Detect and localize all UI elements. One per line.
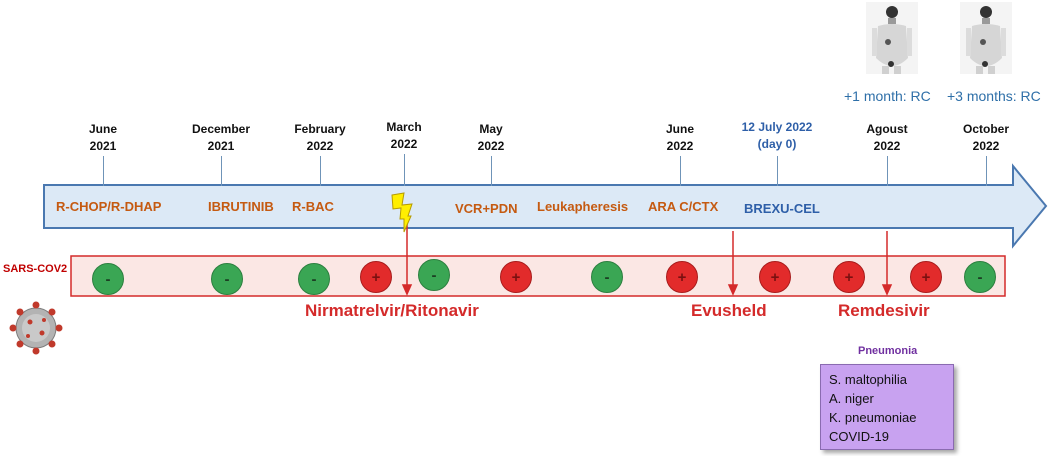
- therapy-brexu-cel: BREXU-CEL: [744, 201, 820, 216]
- tick-february-2022: [320, 156, 321, 186]
- tick-march-2022: [404, 154, 405, 186]
- treatment-nirmatrelvir-ritonavir: Nirmatrelvir/Ritonavir: [305, 301, 479, 320]
- sars-test-result: -: [211, 263, 243, 295]
- pneumonia-title: Pneumonia: [858, 345, 918, 357]
- therapy-ibrutinib: IBRUTINIB: [208, 199, 274, 214]
- pathogen-item: S. maltophilia: [829, 372, 908, 387]
- tick-day-0: [777, 156, 778, 186]
- sars-test-result: +: [500, 261, 532, 293]
- tick-agoust-2022: [887, 156, 888, 186]
- sars-test-result: -: [298, 263, 330, 295]
- pathogen-item: A. niger: [829, 391, 874, 406]
- therapy-leukapheresis: Leukapheresis: [537, 199, 629, 214]
- sars-cov2-label: SARS-COV2: [3, 263, 68, 275]
- timeline-arrow-shape: [43, 163, 1048, 249]
- therapy-ara-c-ctx: ARA C/CTX: [648, 199, 719, 214]
- response-1-month: +1 month: RC: [844, 88, 931, 104]
- tick-october-2022: [986, 156, 987, 186]
- tick-june-2021: [103, 156, 104, 186]
- sars-test-result: +: [666, 261, 698, 293]
- pet-scan-image-2: [960, 2, 1012, 74]
- virus-icon: [9, 301, 63, 355]
- tick-may-2022: [491, 156, 492, 186]
- response-3-months: +3 months: RC: [947, 88, 1041, 104]
- pet-scan-image-1: [866, 2, 918, 74]
- sars-test-result: +: [910, 261, 942, 293]
- pathogen-item: COVID-19: [829, 429, 889, 444]
- pneumonia-pathogen-box: S. maltophilia A. niger K. pneumoniae CO…: [820, 364, 954, 450]
- treatment-arrows: [401, 218, 893, 296]
- treatment-remdesivir: Remdesivir: [838, 301, 930, 320]
- date-label-day-0: 12 July 2022(day 0): [741, 120, 813, 151]
- tick-june-2022: [680, 156, 681, 186]
- sars-test-result: -: [92, 263, 124, 295]
- therapy-r-chop-r-dhap: R-CHOP/R-DHAP: [56, 199, 162, 214]
- pathogen-item: K. pneumoniae: [829, 410, 917, 425]
- therapy-r-bac: R-BAC: [292, 199, 334, 214]
- sars-test-result: -: [591, 261, 623, 293]
- therapy-vcr-pdn: VCR+PDN: [455, 201, 518, 216]
- lightning-icon: [391, 192, 413, 233]
- sars-test-result: +: [759, 261, 791, 293]
- sars-test-result: -: [964, 261, 996, 293]
- sars-test-result: +: [833, 261, 865, 293]
- treatment-evusheld: Evusheld: [691, 301, 767, 320]
- sars-test-result: -: [418, 259, 450, 291]
- sars-test-result: +: [360, 261, 392, 293]
- tick-december-2021: [221, 156, 222, 186]
